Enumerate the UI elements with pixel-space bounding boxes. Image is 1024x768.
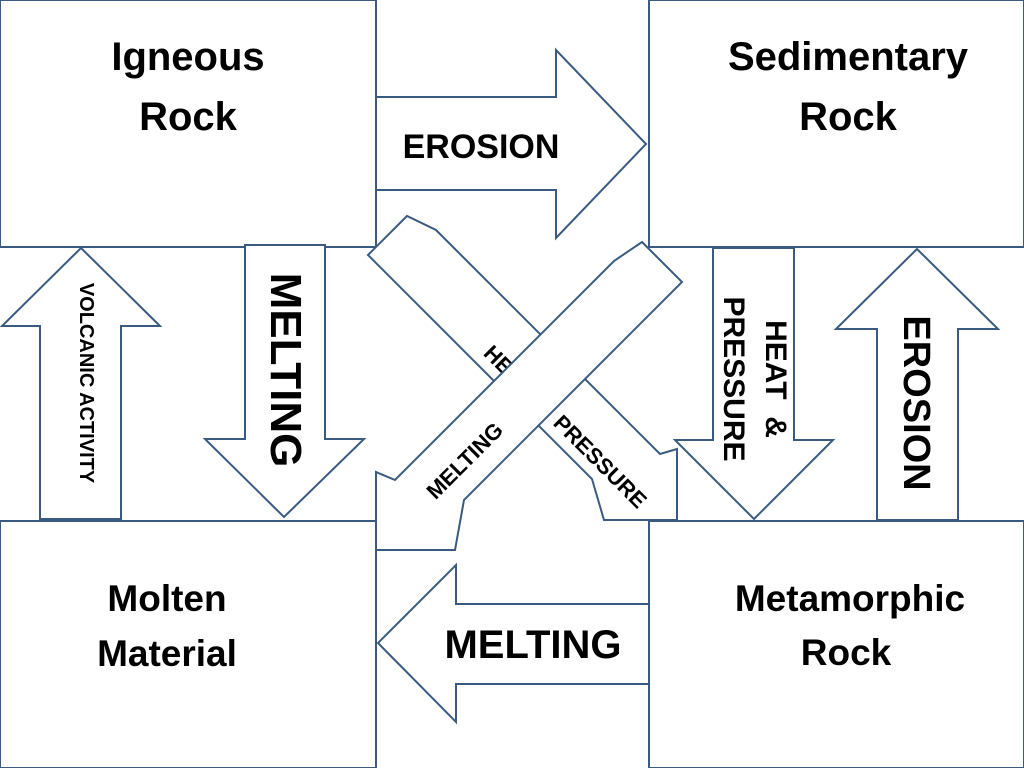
sedimentary-rock-label-line2: Rock [799,95,898,139]
igneous-rock-label-line2: Rock [139,95,238,139]
melting-bottom-arrow: MELTING [376,562,650,725]
heat-pressure-right-label-line1: HEAT & [759,320,792,438]
metamorphic-rock-box: Metamorphic Rock [648,520,1024,768]
erosion-right-arrow: EROSION [833,247,1001,521]
volcanic-activity-label: VOLCANIC ACTIVITY [75,283,97,484]
erosion-right-label: EROSION [895,315,937,490]
molten-material-label-line1: Molten [107,578,226,619]
molten-material-label-line2: Material [97,633,237,674]
molten-material-box: Molten Material [0,520,377,768]
heat-pressure-right-label-line2: PRESSURE [717,296,750,461]
igneous-rock-box: Igneous Rock [0,0,377,248]
erosion-top-label: EROSION [403,128,560,166]
erosion-top-arrow: EROSION [375,47,648,241]
melting-left-arrow: MELTING [202,244,367,519]
metamorphic-rock-label-line1: Metamorphic [735,578,965,619]
metamorphic-rock-label-line2: Rock [801,632,892,673]
volcanic-activity-arrow: VOLCANIC ACTIVITY [0,246,163,520]
igneous-rock-label-line1: Igneous [111,35,264,79]
melting-bottom-label: MELTING [444,623,621,667]
heat-pressure-right-arrow: HEAT & PRESSURE [672,247,836,521]
sedimentary-rock-label-line1: Sedimentary [728,35,969,79]
melting-left-label: MELTING [261,273,310,468]
sedimentary-rock-box: Sedimentary Rock [648,0,1024,248]
